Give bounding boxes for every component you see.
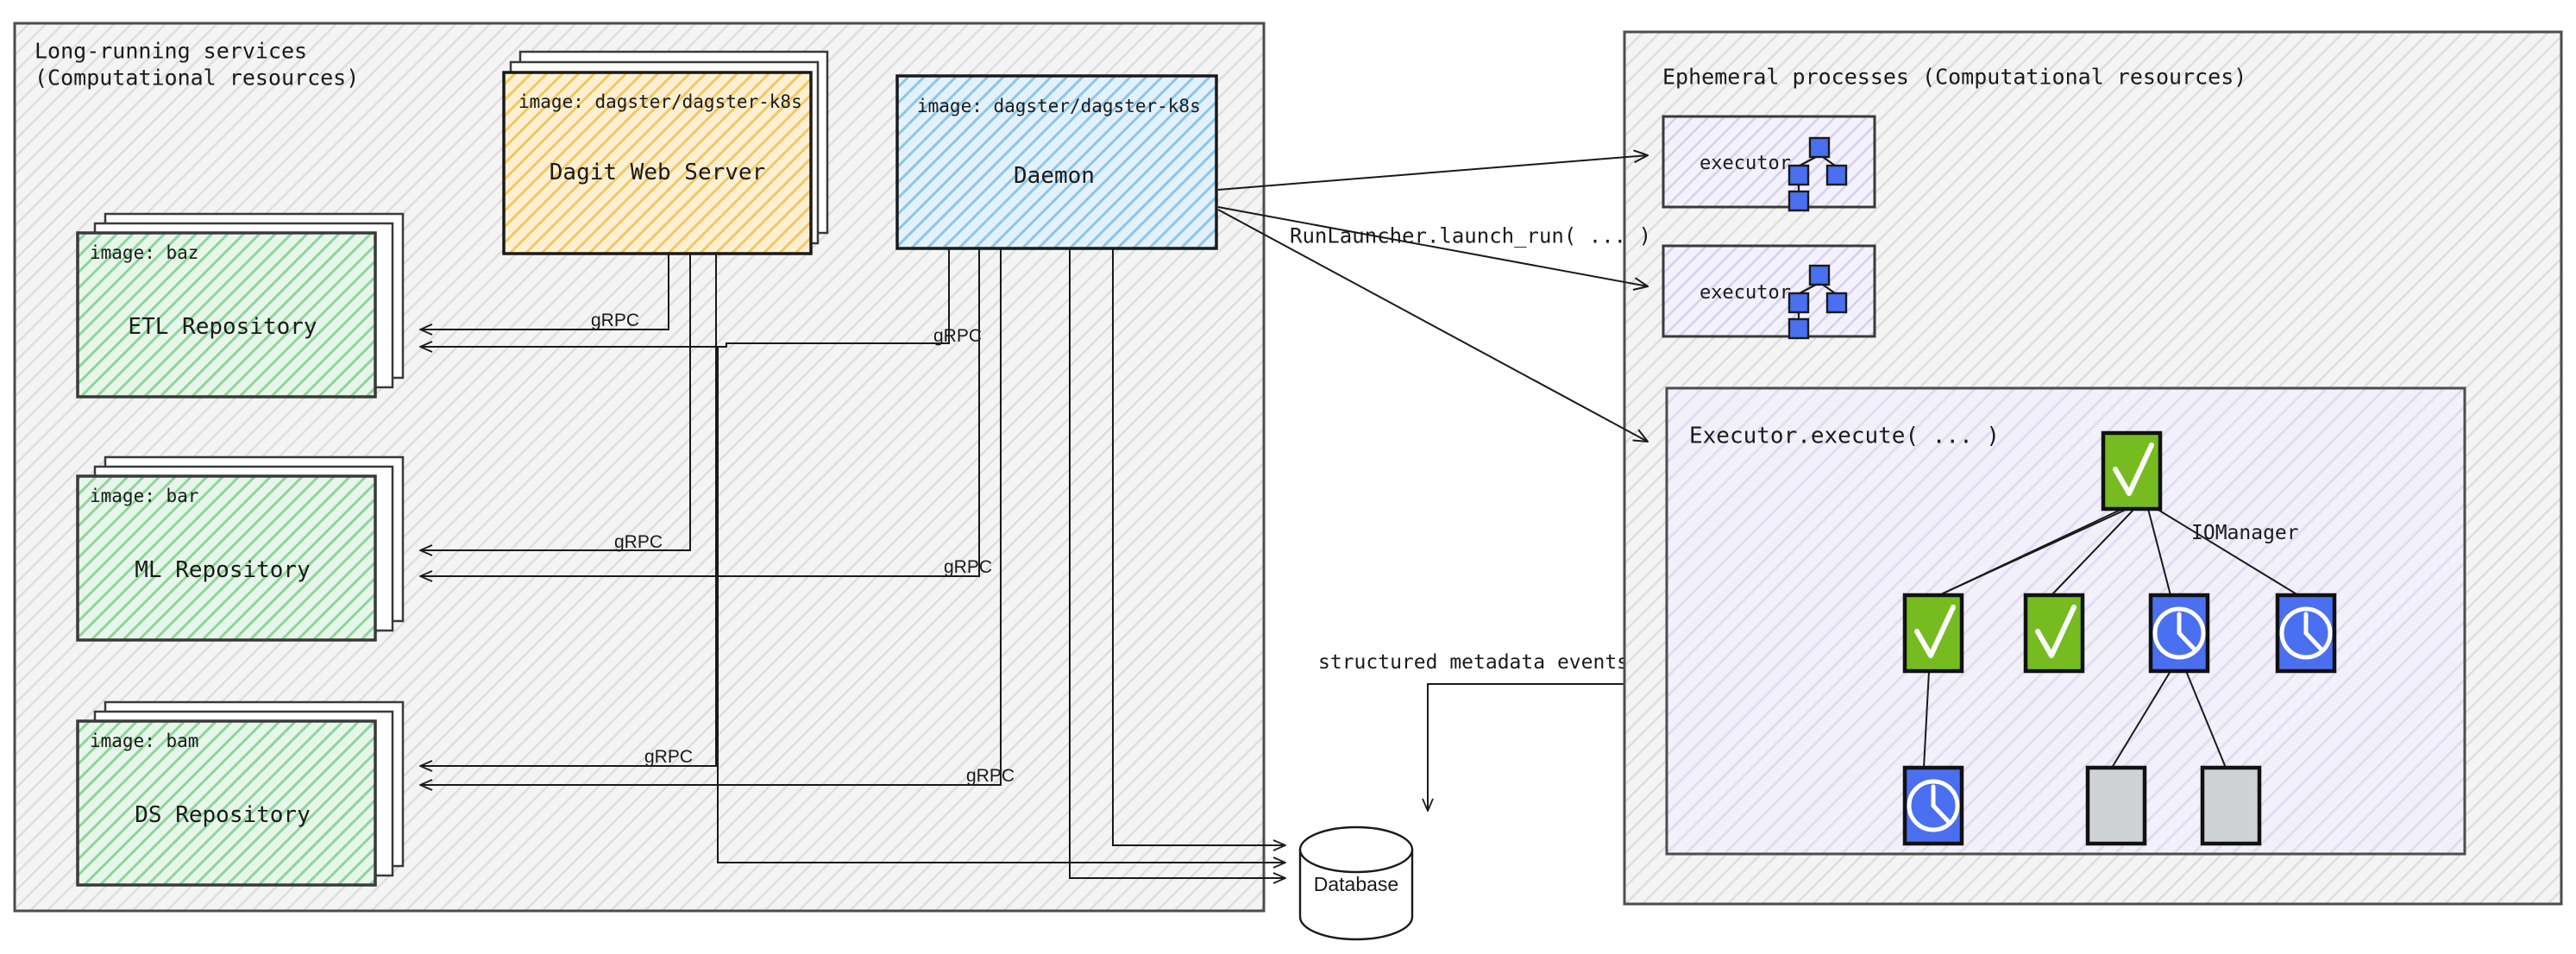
repository-etl-title: ETL Repository: [128, 314, 317, 340]
panel-left-title-line1: Long-running services: [35, 38, 307, 63]
dag-node-e[interactable]: [1902, 765, 1964, 846]
io-manager-label: IOManager: [2191, 522, 2299, 544]
dagit-image-label: image: dagster/dagster-k8s: [518, 91, 802, 112]
dag-edges: [1923, 508, 2299, 769]
grpc-label-6: gRPC: [966, 766, 1015, 786]
repository-ds-image-label: image: bam: [90, 731, 198, 751]
dag-node-c[interactable]: [2148, 593, 2210, 674]
executor-1-label: executor: [1700, 153, 1791, 174]
dag-node-d[interactable]: [2275, 593, 2337, 674]
run-launcher-label: RunLauncher.launch_run( ... ): [1290, 224, 1651, 248]
grpc-label-1: gRPC: [591, 311, 639, 330]
check-icon: [2113, 442, 2154, 496]
check-icon: [1914, 605, 1956, 658]
executor-2-label: executor: [1700, 282, 1791, 304]
grpc-connectors: [420, 248, 1002, 785]
database-cylinder[interactable]: Database: [1298, 825, 1414, 941]
grpc-label-4: gRPC: [933, 326, 982, 346]
run-launcher-connectors: [1217, 155, 1648, 442]
metadata-events-connector: [1428, 683, 1665, 811]
grpc-label-2: gRPC: [614, 532, 663, 552]
grpc-label-3: gRPC: [644, 747, 693, 767]
repository-ml-title: ML Repository: [135, 557, 311, 583]
dag-node-f[interactable]: [2085, 765, 2147, 846]
metadata-events-label: structured metadata events: [1318, 651, 1629, 674]
repository-etl-image-label: image: baz: [90, 242, 198, 263]
service-dagit-web-server[interactable]: image: dagster/dagster-k8s Dagit Web Ser…: [502, 50, 829, 255]
dagit-title: Dagit Web Server: [550, 160, 765, 185]
dag-icon: [1787, 136, 1848, 212]
blank-icon: [2085, 765, 2147, 846]
executor-box-1[interactable]: executor: [1662, 115, 1876, 212]
daemon-title: Daemon: [1014, 163, 1095, 189]
dag-icon: [1787, 264, 1848, 340]
grpc-labels: gRPC gRPC gRPC gRPC gRPC gRPC: [591, 311, 1015, 786]
repository-ml-image-label: image: bar: [90, 486, 198, 506]
dag-node-g[interactable]: [2200, 765, 2262, 846]
database-connectors: [717, 248, 1285, 878]
panel-left-title-line2: (Computational resources): [35, 65, 359, 90]
service-daemon[interactable]: image: dagster/dagster-k8s Daemon: [895, 74, 1218, 250]
dag-node-root[interactable]: [2101, 430, 2163, 512]
clock-icon: [1907, 779, 1960, 832]
repository-ml[interactable]: image: bar ML Repository: [76, 455, 405, 642]
grpc-label-5: gRPC: [944, 557, 992, 577]
dag-node-b[interactable]: [2023, 593, 2085, 674]
panel-right-title: Ephemeral processes (Computational resou…: [1662, 64, 2246, 89]
repository-etl[interactable]: image: baz ETL Repository: [76, 212, 405, 399]
clock-icon: [2152, 606, 2206, 660]
clock-icon: [2279, 606, 2333, 660]
blank-icon: [2200, 765, 2262, 846]
database-label: Database: [1314, 873, 1398, 895]
dag-node-a[interactable]: [1902, 593, 1964, 674]
executor-execute-label: Executor.execute( ... ): [1689, 423, 2000, 449]
check-icon: [2035, 605, 2077, 658]
executor-box-2[interactable]: executor: [1662, 244, 1876, 340]
daemon-image-label: image: dagster/dagster-k8s: [917, 96, 1201, 116]
repository-ds-title: DS Repository: [135, 802, 311, 828]
repository-ds[interactable]: image: bam DS Repository: [76, 700, 405, 887]
